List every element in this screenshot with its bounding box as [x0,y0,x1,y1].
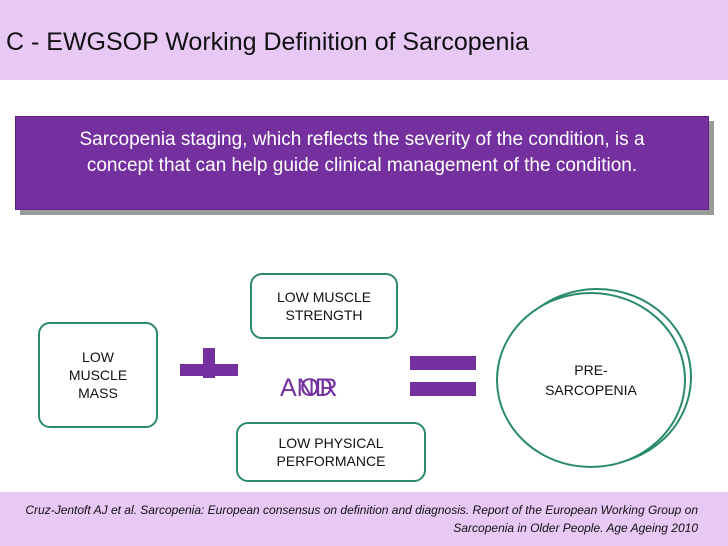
strength-line-1: LOW MUSCLE [276,289,372,305]
result-line-1: PRE- [574,362,608,378]
strength-line-2: STRENGTH [285,307,363,323]
low-physical-performance-box: LOW PHYSICAL PERFORMANCE [236,422,426,482]
result-line-2: SARCOPENIA [545,382,637,398]
staging-banner: Sarcopenia staging, which reflects the s… [15,116,709,210]
performance-line-2: PERFORMANCE [276,453,386,469]
page-title: C - EWGSOP Working Definition of Sarcope… [6,28,529,56]
low-muscle-mass-box: LOW MUSCLE MASS [38,322,158,428]
citation-text: Cruz-Jentoft AJ et al. Sarcopenia: Europ… [25,503,698,535]
mass-line-2: MUSCLE [68,367,128,383]
mass-line-3: MASS [78,385,118,401]
low-muscle-strength-box: LOW MUSCLE STRENGTH [250,273,398,339]
plus-sign-vertical [203,348,215,378]
and-label: AND [280,374,333,402]
pre-sarcopenia-circle: PRE- SARCOPENIA [496,292,686,468]
performance-line-1: LOW PHYSICAL [278,435,384,451]
equals-sign-bottom [410,382,476,396]
citation-bar [0,492,728,546]
mass-line-1: LOW [82,349,114,365]
title-bar [0,0,728,80]
or-label: OR [300,374,338,402]
equals-sign-top [410,356,476,370]
